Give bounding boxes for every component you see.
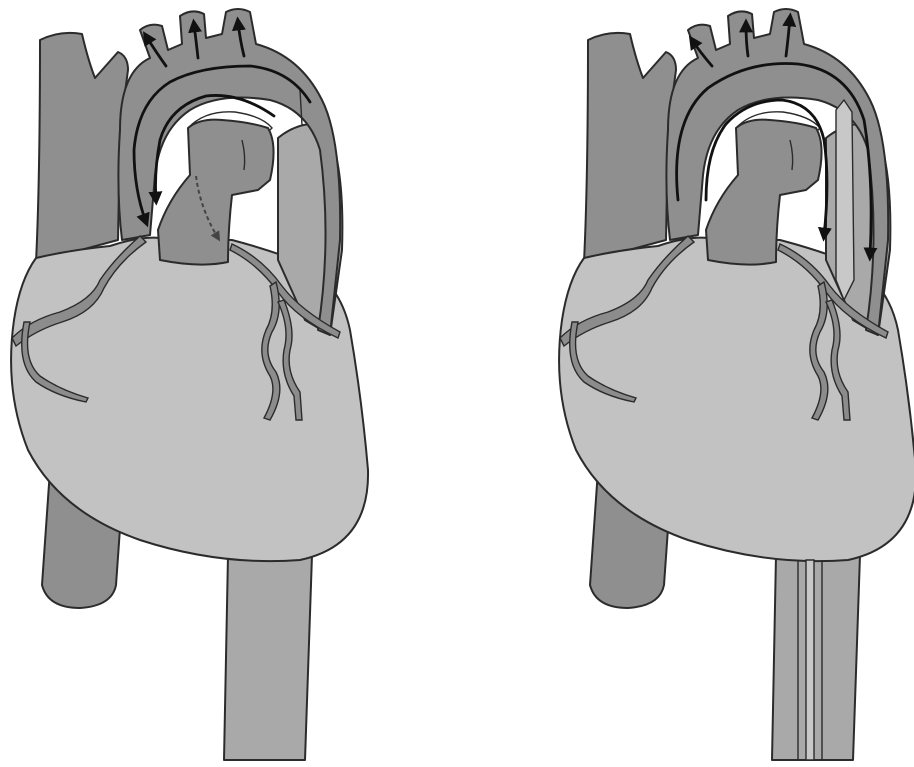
- right-heart-panel: [559, 9, 914, 760]
- right-stent-graft-lower: [806, 560, 814, 760]
- right-stent-graft: [836, 100, 854, 300]
- right-pulmonary-trunk: [706, 120, 822, 265]
- left-heart-panel: [11, 9, 368, 760]
- left-pulmonary-trunk: [158, 120, 274, 265]
